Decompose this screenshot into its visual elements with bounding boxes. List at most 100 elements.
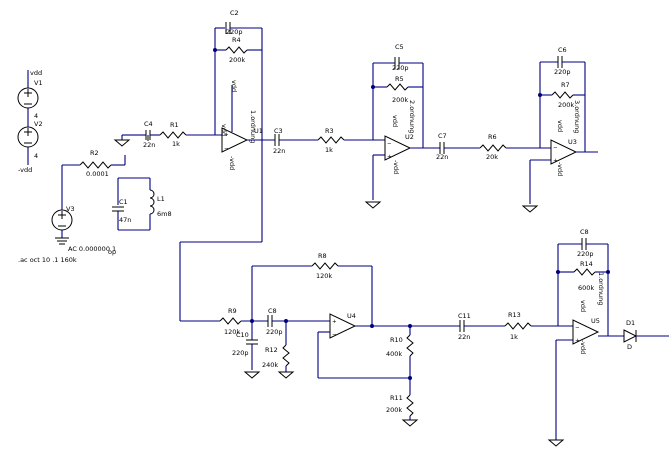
v1-value: 4 bbox=[34, 112, 38, 120]
r13-label: R13 bbox=[508, 311, 521, 319]
r13-value: 1k bbox=[510, 333, 518, 341]
resistor-r3[interactable]: R3 1k bbox=[317, 127, 345, 154]
svg-text:+: + bbox=[224, 132, 229, 138]
svg-text:+: + bbox=[575, 338, 580, 344]
u1-vdd-net: vdd bbox=[230, 80, 238, 92]
c2-label: C2 bbox=[230, 9, 239, 17]
r8-value: 120k bbox=[316, 272, 332, 280]
c3-label: C3 bbox=[274, 127, 283, 135]
l1-label: L1 bbox=[157, 195, 165, 203]
r1-value: 1k bbox=[172, 140, 180, 148]
r3-label: R3 bbox=[325, 127, 334, 135]
capacitor-c1[interactable]: C1 47n bbox=[112, 198, 131, 224]
c11-value: 22n bbox=[458, 333, 470, 341]
u1-vdd: vdd bbox=[220, 124, 228, 136]
source-v1[interactable]: vdd V1 4 bbox=[17, 69, 43, 120]
u2-vdd: vdd bbox=[391, 115, 399, 127]
opamp-u5[interactable]: − + U5 vdd -vdd 1.ordnung bbox=[572, 272, 605, 354]
c2-value: 220p bbox=[226, 28, 243, 36]
v2-bottom-net-label: -vdd bbox=[18, 166, 32, 174]
resistor-r8[interactable]: R8 120k bbox=[311, 252, 339, 280]
c4-value: 22n bbox=[143, 141, 155, 149]
u3-note: 3.ordnung bbox=[573, 100, 581, 133]
opamp-u2[interactable]: − + U2 vdd -vdd 2.ordnung bbox=[384, 100, 416, 174]
u5-note: 1.ordnung bbox=[597, 272, 605, 305]
opamp-u1[interactable]: + − U1 vdd -vdd 1.ordnung bbox=[220, 110, 263, 170]
c10-label: C10 bbox=[236, 331, 249, 339]
c8-lower-value: 220p bbox=[266, 328, 283, 336]
c5-value: 220p bbox=[392, 64, 409, 72]
resistor-r14[interactable]: R14 600k bbox=[573, 260, 596, 292]
svg-text:−: − bbox=[224, 146, 229, 152]
resistor-r10[interactable]: R10 400k bbox=[386, 334, 414, 358]
r3-value: 1k bbox=[325, 146, 333, 154]
u2-label: U2 bbox=[405, 133, 414, 141]
c1-label: C1 bbox=[119, 198, 128, 206]
capacitor-c2[interactable]: C2 220p bbox=[225, 9, 243, 36]
capacitor-c10[interactable]: C10 220p bbox=[232, 331, 258, 357]
resistor-r5[interactable]: R5 200k bbox=[386, 75, 408, 104]
c5-label: C5 bbox=[395, 43, 404, 51]
d1-label: D1 bbox=[626, 319, 635, 327]
diode-d1[interactable]: D1 D bbox=[623, 319, 638, 351]
resistor-r2[interactable]: R2 0.0001 bbox=[79, 149, 112, 178]
source-v2[interactable]: V2 4 bbox=[17, 120, 43, 160]
c6-value: 220p bbox=[554, 68, 571, 76]
v1-label: V1 bbox=[34, 79, 43, 87]
u4-label: U4 bbox=[347, 312, 356, 320]
r14-label: R14 bbox=[580, 260, 593, 268]
resistor-r7[interactable]: R7 200k bbox=[551, 81, 574, 109]
inductor-l1[interactable]: L1 6m8 bbox=[149, 189, 172, 218]
resistor-r11[interactable]: R11 200k bbox=[386, 394, 414, 417]
u3-vdd: vdd bbox=[556, 120, 564, 132]
svg-text:+: + bbox=[553, 158, 558, 164]
c8-upper-label: C8 bbox=[580, 228, 589, 236]
u3-neg-vdd: -vdd bbox=[556, 162, 564, 176]
capacitor-c6[interactable]: C6 220p bbox=[554, 46, 571, 76]
d1-model: D bbox=[627, 343, 632, 351]
opamp-u3[interactable]: − + U3 vdd -vdd 3.ordnung bbox=[550, 100, 581, 176]
r12-value: 240k bbox=[262, 361, 278, 369]
resistor-r12[interactable]: R12 240k bbox=[262, 344, 290, 369]
c8-lower-label: C8 bbox=[268, 307, 277, 315]
u5-vdd: vdd bbox=[579, 300, 587, 312]
svg-text:−: − bbox=[332, 332, 337, 338]
r10-label: R10 bbox=[390, 336, 403, 344]
resistor-r13[interactable]: R13 1k bbox=[504, 311, 532, 341]
c8-upper-value: 220p bbox=[577, 250, 594, 258]
r5-label: R5 bbox=[395, 75, 404, 83]
u2-neg-vdd: -vdd bbox=[392, 160, 400, 174]
svg-text:+: + bbox=[332, 319, 337, 325]
u1-label: U1 bbox=[254, 127, 263, 135]
resistor-r1[interactable]: R1 1k bbox=[159, 121, 187, 148]
u5-label: U5 bbox=[591, 317, 600, 325]
u1-neg-vdd: -vdd bbox=[228, 156, 236, 170]
r7-value: 200k bbox=[558, 101, 574, 109]
u1-note: 1.ordnung bbox=[249, 110, 257, 143]
r4-value: 200k bbox=[229, 56, 245, 64]
v3-suffix: op bbox=[108, 248, 116, 256]
capacitor-c5[interactable]: C5 220p bbox=[392, 43, 409, 72]
resistor-r6[interactable]: R6 20k bbox=[479, 133, 507, 161]
capacitor-c7[interactable]: C7 22n bbox=[436, 132, 448, 161]
r11-label: R11 bbox=[390, 394, 403, 402]
r6-value: 20k bbox=[486, 153, 498, 161]
v1-top-net-label: vdd bbox=[30, 69, 42, 77]
resistor-r4[interactable]: R4 200k bbox=[225, 36, 248, 64]
v2-label: V2 bbox=[34, 120, 43, 128]
r5-value: 200k bbox=[392, 96, 408, 104]
resistor-r9[interactable]: R9 120k bbox=[219, 307, 242, 336]
opamp-u4[interactable]: + − U4 bbox=[329, 312, 357, 339]
c6-label: C6 bbox=[558, 46, 567, 54]
u5-neg-vdd: -vdd bbox=[579, 340, 587, 354]
spice-directive: .ac oct 10 .1 160k bbox=[18, 256, 77, 264]
r1-label: R1 bbox=[170, 121, 179, 129]
capacitor-c8-upper[interactable]: C8 220p bbox=[577, 228, 594, 258]
v3-value: AC 0.000000 1 bbox=[68, 245, 116, 253]
r2-label: R2 bbox=[90, 149, 99, 157]
c7-value: 22n bbox=[436, 153, 448, 161]
c7-label: C7 bbox=[438, 132, 447, 140]
c11-label: C11 bbox=[458, 312, 471, 320]
capacitor-c3[interactable]: C3 22n bbox=[273, 127, 285, 155]
